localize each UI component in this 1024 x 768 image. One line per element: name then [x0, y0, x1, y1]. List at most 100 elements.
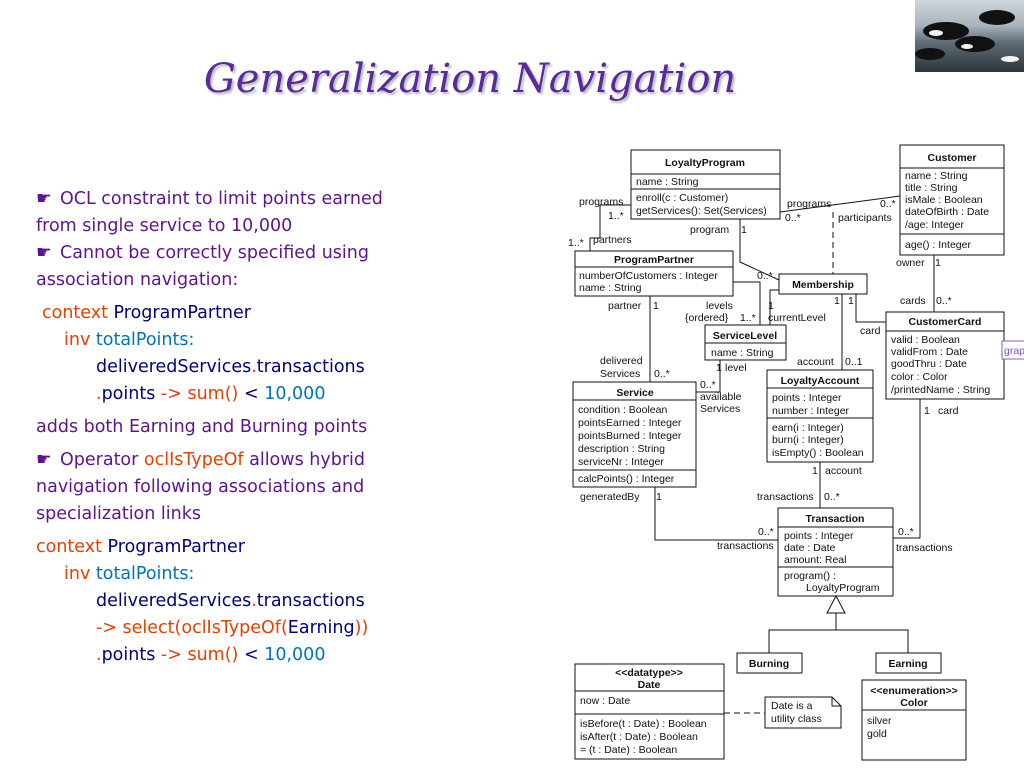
- svg-text:amount: Real: amount: Real: [784, 554, 846, 566]
- svg-text:number : Integer: number : Integer: [772, 405, 850, 417]
- svg-text:/printedName : String: /printedName : String: [891, 384, 990, 396]
- class-customercard: [885, 311, 1005, 400]
- svg-text:name : String: name : String: [711, 347, 774, 359]
- svg-text:dateOfBirth : Date: dateOfBirth : Date: [905, 206, 989, 218]
- class-membership: [778, 273, 868, 295]
- svg-text:points : Integer: points : Integer: [784, 530, 854, 542]
- class-name: ProgramPartner: [614, 254, 694, 266]
- svg-text:title : String: title : String: [905, 182, 958, 194]
- class-date: [574, 663, 725, 760]
- assoc-partner-levels: [733, 281, 761, 325]
- svg-text:transactions: transactions: [717, 540, 774, 552]
- svg-text:1: 1: [653, 300, 659, 312]
- assoc-membership-card: [855, 294, 886, 323]
- assoc-program-membership: [739, 219, 780, 281]
- bullet-3: ☛Operator oclIsTypeOf allows hybrid: [36, 447, 496, 474]
- svg-text:partner: partner: [608, 300, 642, 312]
- svg-text:currentLevel: currentLevel: [768, 312, 826, 324]
- svg-text:1: 1: [741, 224, 747, 236]
- svg-text:0..*: 0..*: [880, 198, 896, 210]
- svg-text:level: level: [725, 362, 747, 374]
- class-transaction: [777, 507, 894, 597]
- svg-text:isBefore(t : Date) : Boolean: isBefore(t : Date) : Boolean: [580, 718, 707, 730]
- svg-text:isMale : Boolean: isMale : Boolean: [905, 194, 983, 206]
- assoc-service-transactions: [654, 487, 778, 541]
- svg-text:Services: Services: [700, 403, 740, 415]
- svg-text:0..*: 0..*: [785, 212, 801, 224]
- code2-sum: .points -> sum() < 10,000: [96, 645, 326, 665]
- svg-text:age() : Integer: age() : Integer: [905, 239, 971, 251]
- svg-text:transactions: transactions: [896, 542, 953, 554]
- svg-text:0..1: 0..1: [845, 356, 863, 368]
- svg-text:<<datatype>>: <<datatype>>: [615, 667, 683, 679]
- svg-text:card: card: [860, 325, 881, 337]
- svg-text:levels: levels: [706, 300, 733, 312]
- svg-text:date : Date: date : Date: [784, 542, 836, 554]
- assoc-card-transactions: [893, 399, 921, 539]
- svg-text:earn(i : Integer): earn(i : Integer): [772, 422, 844, 434]
- svg-text:programs: programs: [787, 198, 831, 210]
- svg-text:0..*: 0..*: [700, 379, 716, 391]
- svg-text:Services: Services: [600, 368, 640, 380]
- svg-text:= (t : Date) : Boolean: = (t : Date) : Boolean: [580, 744, 677, 756]
- note-text: Date is a: [771, 700, 813, 712]
- svg-text:1..*: 1..*: [568, 237, 584, 249]
- svg-text:condition : Boolean: condition : Boolean: [578, 404, 667, 416]
- svg-text:numberOfCustomers : Integer: numberOfCustomers : Integer: [579, 270, 718, 282]
- svg-text:programs: programs: [579, 196, 623, 208]
- svg-text:1: 1: [924, 405, 930, 417]
- svg-text:card: card: [938, 405, 959, 417]
- class-name: Customer: [927, 152, 976, 164]
- class-color: [861, 679, 967, 761]
- svg-text:participants: participants: [838, 212, 892, 224]
- bullet-1: ☛OCL constraint to limit points earned: [36, 186, 496, 213]
- code2-inv: inv totalPoints:: [64, 564, 195, 584]
- svg-text:validFrom : Date: validFrom : Date: [891, 346, 968, 358]
- svg-text:0..*: 0..*: [757, 270, 773, 282]
- svg-text:1: 1: [848, 295, 854, 307]
- svg-text:pointsBurned : Integer: pointsBurned : Integer: [578, 430, 682, 442]
- class-name: Service: [616, 387, 654, 399]
- class-programpartner: [574, 250, 734, 297]
- svg-text:0..*: 0..*: [654, 368, 670, 380]
- class-name: Burning: [749, 658, 789, 670]
- svg-text:1..*: 1..*: [740, 312, 756, 324]
- svg-text:description : String: description : String: [578, 443, 665, 455]
- svg-text:name : String: name : String: [579, 282, 642, 294]
- class-loyaltyprogram: [630, 149, 781, 220]
- svg-text:transactions: transactions: [757, 491, 814, 503]
- code1-nav: deliveredServices.transactions: [96, 357, 365, 377]
- code1-context: context ProgramPartner: [42, 303, 251, 323]
- class-name: LoyaltyAccount: [781, 375, 860, 387]
- svg-text:0..*: 0..*: [898, 526, 914, 538]
- class-customer: [899, 144, 1005, 256]
- svg-text:pointsEarned : Integer: pointsEarned : Integer: [578, 417, 682, 429]
- svg-text:0..*: 0..*: [758, 526, 774, 538]
- class-name: CustomerCard: [909, 316, 982, 328]
- slide-body: ☛OCL constraint to limit points earned f…: [36, 186, 496, 669]
- svg-text:valid : Boolean: valid : Boolean: [891, 334, 960, 346]
- class-loyaltyaccount: [766, 369, 874, 463]
- class-name: Color: [900, 697, 927, 709]
- svg-text:1..*: 1..*: [608, 210, 624, 222]
- svg-text:/age: Integer: /age: Integer: [905, 219, 964, 231]
- code1-inv: inv totalPoints:: [64, 330, 195, 350]
- svg-text:available: available: [700, 391, 742, 403]
- svg-text:0..*: 0..*: [824, 491, 840, 503]
- code1-note: adds both Earning and Burning points: [36, 417, 368, 437]
- class-name: Transaction: [806, 513, 865, 525]
- svg-text:partners: partners: [593, 234, 632, 246]
- svg-text:1: 1: [768, 300, 774, 312]
- svg-text:isEmpty() : Boolean: isEmpty() : Boolean: [772, 447, 864, 459]
- svg-text:name : String: name : String: [905, 170, 968, 182]
- op: getServices(): Set(Services): [636, 205, 767, 217]
- class-name: ServiceLevel: [713, 330, 777, 342]
- op: enroll(c : Customer): [636, 192, 728, 204]
- class-name: Date: [638, 679, 661, 691]
- pointing-hand-icon: ☛: [36, 243, 52, 263]
- svg-text:calcPoints() : Integer: calcPoints() : Integer: [578, 473, 675, 485]
- svg-text:grap: grap: [1004, 345, 1024, 357]
- svg-text:burn(i : Integer): burn(i : Integer): [772, 434, 844, 446]
- svg-text:1: 1: [656, 491, 662, 503]
